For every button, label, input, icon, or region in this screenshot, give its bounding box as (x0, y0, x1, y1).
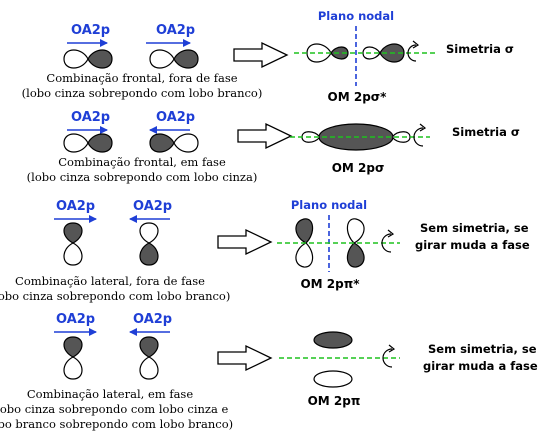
oa2p-label: OA2p (133, 312, 172, 327)
row-lateral-in-phase: OA2p OA2p Combinação lateral, em fase (l… (0, 312, 538, 431)
oa2p-label: OA2p (56, 312, 95, 327)
symmetry-label: girar muda a fase (415, 238, 530, 252)
p-orbital-horizontal (149, 49, 199, 69)
oa2p-label: OA2p (156, 23, 195, 38)
rotation-arrow-icon (407, 40, 420, 62)
caption-line: (lobo cinza sobrepondo com lobo branco) (0, 289, 230, 303)
mo-label: OM 2pσ* (328, 90, 388, 104)
symmetry-label: Simetria σ (452, 125, 520, 139)
caption-line: (lobo cinza sobrepondo com lobo cinza e (0, 402, 228, 416)
caption-line: (lobo cinza sobrepondo com lobo branco) (22, 86, 263, 100)
symmetry-label: girar muda a fase (423, 359, 538, 373)
caption-line: (lobo cinza sobrepondo com lobo cinza) (27, 170, 258, 184)
mo-pi-star (295, 218, 365, 268)
row-frontal-out-of-phase: OA2p OA2p Combinação frontal, fora de fa… (22, 9, 514, 104)
p-orbital-vertical (63, 222, 83, 266)
oa2p-label: OA2p (133, 199, 172, 214)
rotation-arrow-icon (413, 123, 427, 147)
caption-line: Combinação lateral, fora de fase (15, 274, 205, 288)
mo-pi (313, 331, 353, 388)
hollow-right-arrow (233, 41, 289, 69)
nodal-plane-label: Plano nodal (291, 198, 367, 212)
caption-line: Combinação frontal, em fase (58, 155, 226, 169)
p-orbital-vertical (139, 336, 159, 380)
hollow-right-arrow (237, 122, 293, 150)
rotation-arrow-icon (381, 229, 395, 253)
oa2p-label: OA2p (71, 23, 110, 38)
caption-line: Combinação lateral, em fase (27, 387, 193, 401)
mo-label: OM 2pπ* (300, 277, 360, 291)
hollow-right-arrow (217, 228, 273, 256)
symmetry-label: Sem simetria, se (420, 221, 529, 235)
p-orbital-vertical (139, 222, 159, 266)
row-frontal-in-phase: OA2p OA2p Combinação frontal, em fase (l… (27, 110, 520, 184)
caption-line: lobo branco sobrepondo com lobo branco) (0, 417, 233, 431)
rotation-arrow-icon (382, 344, 396, 368)
mo-sigma-star (306, 43, 405, 63)
p-orbital-vertical (63, 336, 83, 380)
p-orbital-horizontal (63, 49, 113, 69)
p-orbital-horizontal (149, 133, 199, 153)
symmetry-label: Sem simetria, se (428, 342, 537, 356)
caption-line: Combinação frontal, fora de fase (46, 71, 237, 85)
oa2p-label: OA2p (156, 110, 195, 125)
hollow-right-arrow (217, 344, 273, 372)
symmetry-label: Simetria σ (446, 42, 514, 56)
mo-label: OM 2pπ (308, 394, 361, 408)
p-orbital-horizontal (63, 133, 113, 153)
row-lateral-out-of-phase: OA2p OA2p Combinação lateral, fora de fa… (0, 198, 530, 303)
mo-label: OM 2pσ (332, 161, 385, 175)
oa2p-label: OA2p (71, 110, 110, 125)
oa2p-label: OA2p (56, 199, 95, 214)
nodal-plane-label: Plano nodal (318, 9, 394, 23)
